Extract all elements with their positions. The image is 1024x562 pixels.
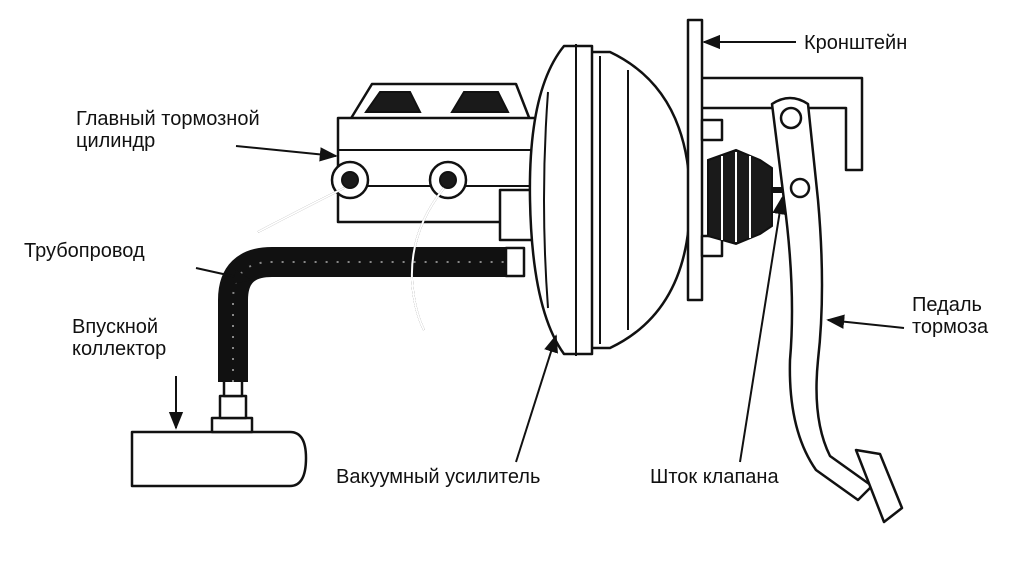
label-valve-rod-text: Шток клапана [650,466,779,488]
label-intake-line2: коллектор [72,338,167,360]
manifold-nipple [222,378,244,398]
mounting-bracket [686,18,704,302]
label-pipeline: Трубопровод [24,240,145,262]
hose-fitting [504,246,526,278]
label-vacuum-booster-text: Вакуумный усилитель [336,466,541,488]
label-bracket-text: Кронштейн [804,32,908,54]
label-master-cylinder-line2: цилиндр [76,130,156,152]
leader-master-cylinder [235,145,338,162]
label-pedal: Педаль тормоза [912,294,988,338]
label-valve-rod: Шток клапана [650,466,779,488]
label-pedal-line1: Педаль [912,294,982,316]
valve-rod-boot [707,148,773,246]
reservoir-cap-right [450,91,510,113]
label-intake-manifold: Впускной коллектор [72,316,166,360]
bolt-upper [700,118,724,142]
brake-pedal-pad [854,448,904,524]
leader-pipeline [195,267,252,284]
label-master-cylinder: Главный тормозной цилиндр [76,108,260,152]
intake-manifold [130,430,308,488]
label-intake-line1: Впускной [72,316,159,338]
vacuum-hose [218,247,508,382]
leader-valve-rod [739,196,787,463]
label-vacuum-booster: Вакуумный усилитель [336,466,540,488]
label-pedal-line2: тормоза [912,316,989,338]
vacuum-booster-rear-shell [578,50,692,350]
label-bracket: Кронштейн [804,32,907,54]
pedal-rod-pin [789,177,811,199]
brake-pedal-arm [770,96,874,502]
pedal-pivot [779,106,803,130]
reservoir-cap-left [364,91,422,113]
leader-pedal [826,314,905,329]
leader-vacuum-booster [515,334,558,463]
label-master-cylinder-line1: Главный тормозной [76,108,260,130]
label-pipeline-text: Трубопровод [24,240,145,262]
vacuum-booster-front-shell [528,44,594,356]
manifold-nut [218,394,248,420]
manifold-fitting [210,416,254,434]
